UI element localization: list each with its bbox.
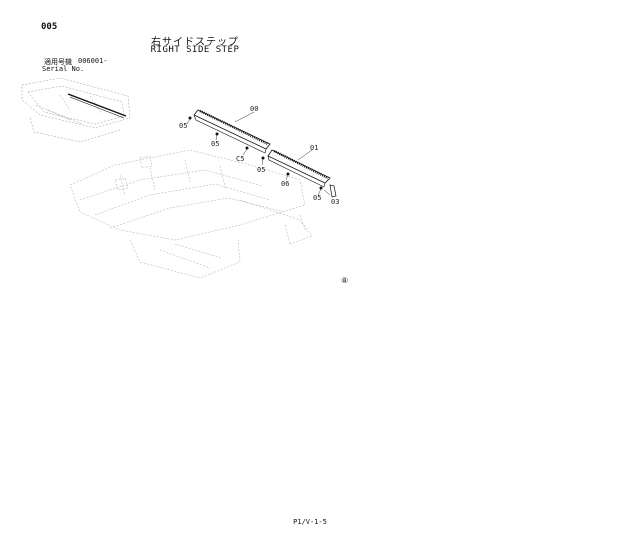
bolt-icon xyxy=(245,146,249,150)
callout-05-e: 05 xyxy=(313,194,321,202)
bolt-icon xyxy=(188,116,192,120)
bolts xyxy=(188,116,323,190)
callout-05-d: 05 xyxy=(257,166,265,174)
step-plate-00 xyxy=(193,109,271,154)
bolt-icon xyxy=(319,186,323,190)
inset-machine-sketch xyxy=(21,77,131,143)
callout-00: 00 xyxy=(250,105,258,113)
serial-value: 006001- xyxy=(78,57,108,65)
bolt-icon xyxy=(261,156,265,160)
step-plate-01 xyxy=(267,149,331,188)
machine-frame-sketch xyxy=(69,149,313,279)
callout-01: 01 xyxy=(310,144,318,152)
title-english: RIGHT SIDE STEP xyxy=(150,45,240,55)
callout-05-a: 05 xyxy=(179,122,187,130)
callout-03: 03 xyxy=(331,198,339,206)
bolt-icon xyxy=(286,172,290,176)
bolt-icon xyxy=(215,132,219,136)
serial-label-english: Serial No. xyxy=(42,65,85,73)
title-japanese: 右サイドステップ xyxy=(151,37,239,48)
callout-06: 06 xyxy=(281,180,289,188)
callout-05-c: C5 xyxy=(236,155,244,163)
serial-label-japanese: 適用号機 xyxy=(44,58,72,66)
circled-marker: ⑧ xyxy=(341,276,348,285)
bracket-03 xyxy=(329,184,337,198)
page-number: 005 xyxy=(41,22,58,32)
footer-page-code: P1/V-1-5 xyxy=(293,518,327,526)
callout-05-b: 05 xyxy=(211,140,219,148)
leader-lines xyxy=(186,111,331,196)
inset-highlight-step xyxy=(67,93,127,119)
